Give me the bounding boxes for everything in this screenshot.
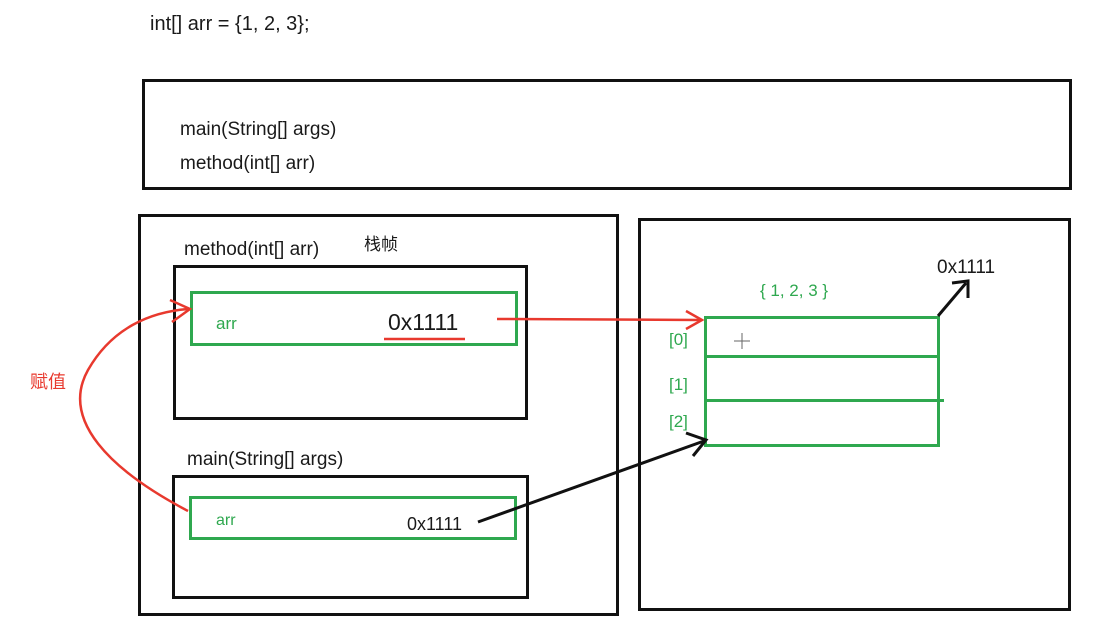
method-frame-label: method(int[] arr) xyxy=(184,239,320,260)
main-arr-name: arr xyxy=(216,512,236,529)
main-stack-frame xyxy=(172,475,529,599)
array-cell-divider-2 xyxy=(704,399,944,402)
array-index-1: [1] xyxy=(669,375,688,394)
main-frame-label: main(String[] args) xyxy=(187,449,344,470)
method-area-line-main: main(String[] args) xyxy=(180,119,337,140)
method-area-line-method: method(int[] arr) xyxy=(180,153,316,174)
method-area-box: main(String[] args) method(int[] arr) xyxy=(142,79,1072,190)
method-arr-variable-cell xyxy=(190,291,518,346)
array-index-0: [0] xyxy=(669,330,688,349)
array-declaration: int[] arr = {1, 2, 3}; xyxy=(150,13,310,35)
array-cell-divider-1 xyxy=(704,355,940,358)
heap-array-values: { 1, 2, 3 } xyxy=(760,281,829,300)
method-arr-value: 0x1111 xyxy=(388,309,459,335)
heap-array-address: 0x1111 xyxy=(937,257,996,278)
heap-box xyxy=(638,218,1071,611)
main-arr-value: 0x1111 xyxy=(407,514,463,534)
array-index-2: [2] xyxy=(669,412,688,431)
heap-array-block xyxy=(704,316,940,447)
stack-frame-tag: 栈帧 xyxy=(364,235,398,255)
assignment-label: 赋值 xyxy=(30,372,66,393)
method-arr-name: arr xyxy=(216,314,237,333)
main-arr-variable-cell xyxy=(189,496,517,540)
